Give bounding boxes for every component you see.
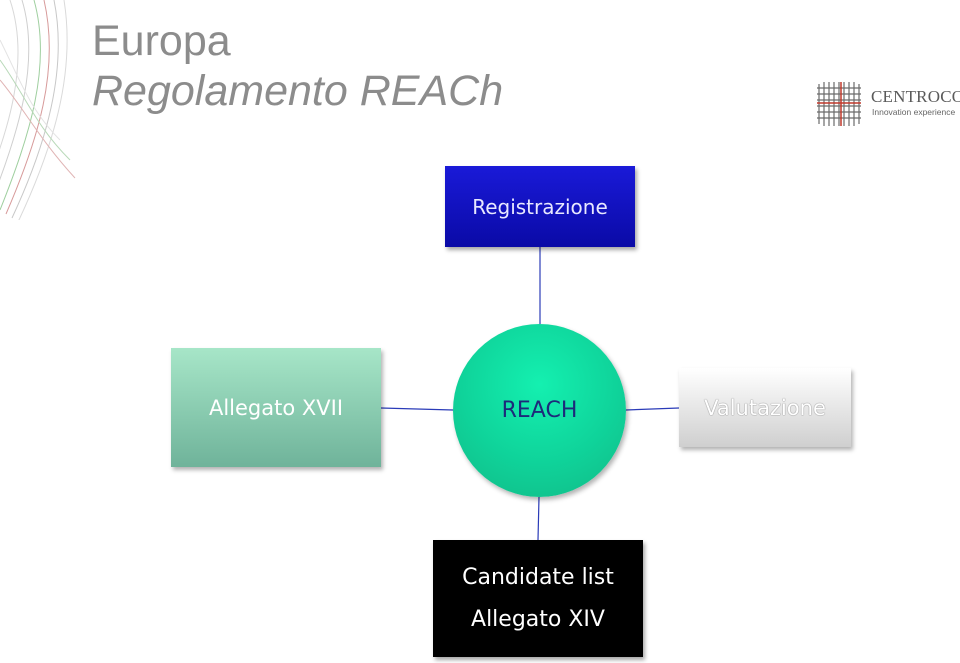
node-candidate-line2: Allegato XIV [471,606,605,632]
node-reach-center: REACH [453,324,626,497]
centrocot-logo: CENTROCOT Innovation experience [815,78,960,128]
node-candidate-line1: Candidate list [462,564,614,590]
title-regolamento-reach: Regolamento REACh [92,67,504,115]
node-valutazione-label: Valutazione [704,395,826,420]
node-candidate-list: Candidate list Allegato XIV [433,540,643,657]
decorative-corner-lines [0,0,76,220]
logo-name: CENTROCOT [871,87,960,106]
connector-left [380,407,454,411]
node-allegato-xvii: Allegato XVII [171,348,381,467]
node-valutazione: Valutazione [679,368,851,447]
node-allegato-xvii-label: Allegato XVII [208,395,344,420]
node-registrazione: Registrazione [445,166,635,247]
title-europa: Europa [92,17,231,65]
connector-right [625,407,680,411]
centrocot-grid-icon [817,82,861,126]
node-registrazione-label: Registrazione [472,194,608,219]
slide-title: Europa Regolamento REACh [92,18,503,118]
logo-tagline: Innovation experience [872,107,956,117]
node-reach-label: REACH [501,398,578,423]
connector-bottom [537,496,540,541]
